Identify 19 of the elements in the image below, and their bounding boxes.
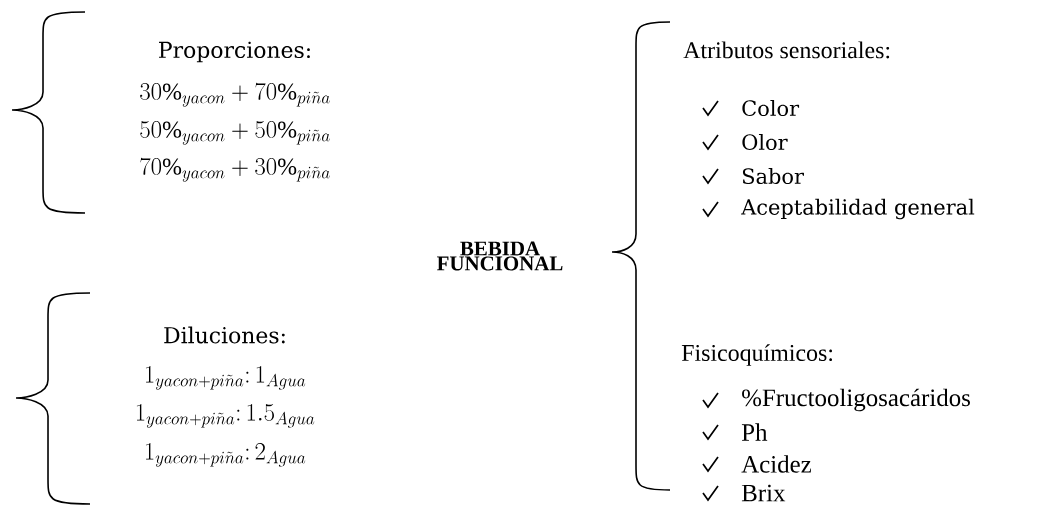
title-text: BEBIDA FUNCIONAL bbox=[437, 241, 563, 271]
ratio-text: $70\%_{yacon}+30\%_{pi\tilde{n}a}$ bbox=[140, 157, 330, 182]
list-item: Olor bbox=[742, 133, 788, 151]
list-item: Brix bbox=[741, 484, 786, 502]
list-item: Sabor bbox=[742, 167, 804, 185]
list-item: Ph bbox=[741, 423, 768, 441]
heading: Fisicoquímicos: bbox=[681, 344, 833, 366]
ratio-text: $50\%_{yacon}+50\%_{pi\tilde{n}a}$ bbox=[140, 121, 330, 145]
list-item: Acidez bbox=[741, 455, 812, 473]
list-item: Color bbox=[742, 99, 800, 117]
ratio-text: $1_{yacon+pi\tilde{n}a}\colon 1.5_{Agua}$ bbox=[136, 404, 315, 428]
heading: Atributos sensoriales: bbox=[683, 41, 890, 59]
list-item: %Fructooligosacáridos bbox=[742, 388, 970, 412]
list-item: Aceptabilidad general bbox=[741, 198, 975, 220]
ratio-text: $1_{yacon+pi\tilde{n}a}\colon 2_{Agua}$ bbox=[145, 443, 306, 467]
heading: Diluciones: bbox=[164, 326, 285, 344]
heading: Proporciones: bbox=[159, 41, 310, 63]
ratio-text: $1_{yacon+pi\tilde{n}a}\colon 1_{Agua}$ bbox=[145, 366, 306, 390]
ratio-text: $30\%_{yacon}+70\%_{pi\tilde{n}a}$ bbox=[140, 82, 330, 107]
